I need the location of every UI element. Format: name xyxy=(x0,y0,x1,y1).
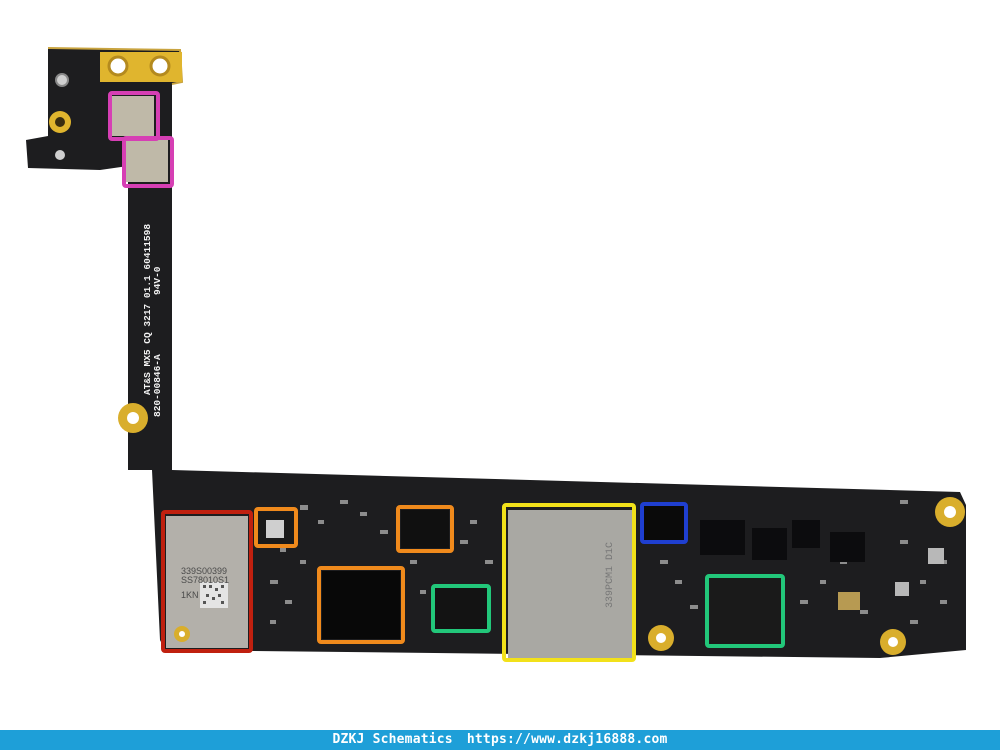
footer-url[interactable]: https://www.dzkj16888.com xyxy=(466,732,668,747)
silkscreen-text-3: 820-00846-A xyxy=(152,354,163,417)
mount-tab-side-hole xyxy=(127,412,139,424)
highlight-red xyxy=(161,510,253,653)
chip-yellow-text: 339PCM1 D1C xyxy=(605,542,616,608)
chip-gold-small xyxy=(838,592,860,610)
highlight-orange-large xyxy=(317,566,405,644)
chip-yellow-body xyxy=(508,510,632,658)
highlight-blue xyxy=(640,502,688,544)
chip-orange-large-body xyxy=(322,571,400,639)
chip-blue-body xyxy=(644,506,684,540)
highlight-orange-mid xyxy=(396,505,454,553)
screw-hole-small xyxy=(55,73,69,87)
screw-hole-side xyxy=(55,150,65,160)
chip-grey-small-1 xyxy=(928,548,944,564)
chip-red-text-1: 339S00399 xyxy=(181,566,227,576)
mount-hole-right-center xyxy=(944,506,956,518)
chip-red-hole-center xyxy=(179,631,185,637)
chip-orange-small-die xyxy=(266,520,284,538)
chip-green-2-body xyxy=(710,578,782,644)
highlight-yellow xyxy=(502,503,636,662)
footer-site-name: DZKJ Schematics xyxy=(332,732,453,747)
highlight-green-1 xyxy=(431,584,491,633)
chip-red-text-2: SS78010S1 xyxy=(181,575,229,585)
chip-red-barcode-lines xyxy=(203,585,224,604)
chip-green-1-body xyxy=(435,588,487,630)
chip-grey-small-2 xyxy=(895,582,909,596)
highlight-orange-small xyxy=(254,507,298,548)
screw-hole-top-2 xyxy=(149,55,171,77)
pcb-board xyxy=(26,48,966,658)
mount-hole-bottom-right-center xyxy=(888,637,898,647)
silkscreen-text-2: 94V-0 xyxy=(152,266,163,295)
chip-magenta-1 xyxy=(112,96,154,136)
chip-red-text-3: 1KN xyxy=(181,590,199,600)
silkscreen-text-1: AT&S MX5 CQ 3217 01.1 60411598 xyxy=(142,224,153,395)
chip-dark-4 xyxy=(830,532,865,562)
screw-hole-top-1 xyxy=(107,55,129,77)
chip-orange-mid-body xyxy=(401,510,449,548)
chip-magenta-2 xyxy=(126,140,168,182)
chip-dark-3 xyxy=(792,520,820,548)
watermark-footer: DZKJ Schematics https://www.dzkj16888.co… xyxy=(0,730,1000,750)
chip-dark-2 xyxy=(752,528,787,560)
highlight-green-2 xyxy=(705,574,785,648)
mount-hole-mid-center xyxy=(656,633,666,643)
screw-hole-left-center xyxy=(55,117,65,127)
highlight-magenta-2 xyxy=(122,136,174,188)
chip-dark-1 xyxy=(700,520,745,555)
